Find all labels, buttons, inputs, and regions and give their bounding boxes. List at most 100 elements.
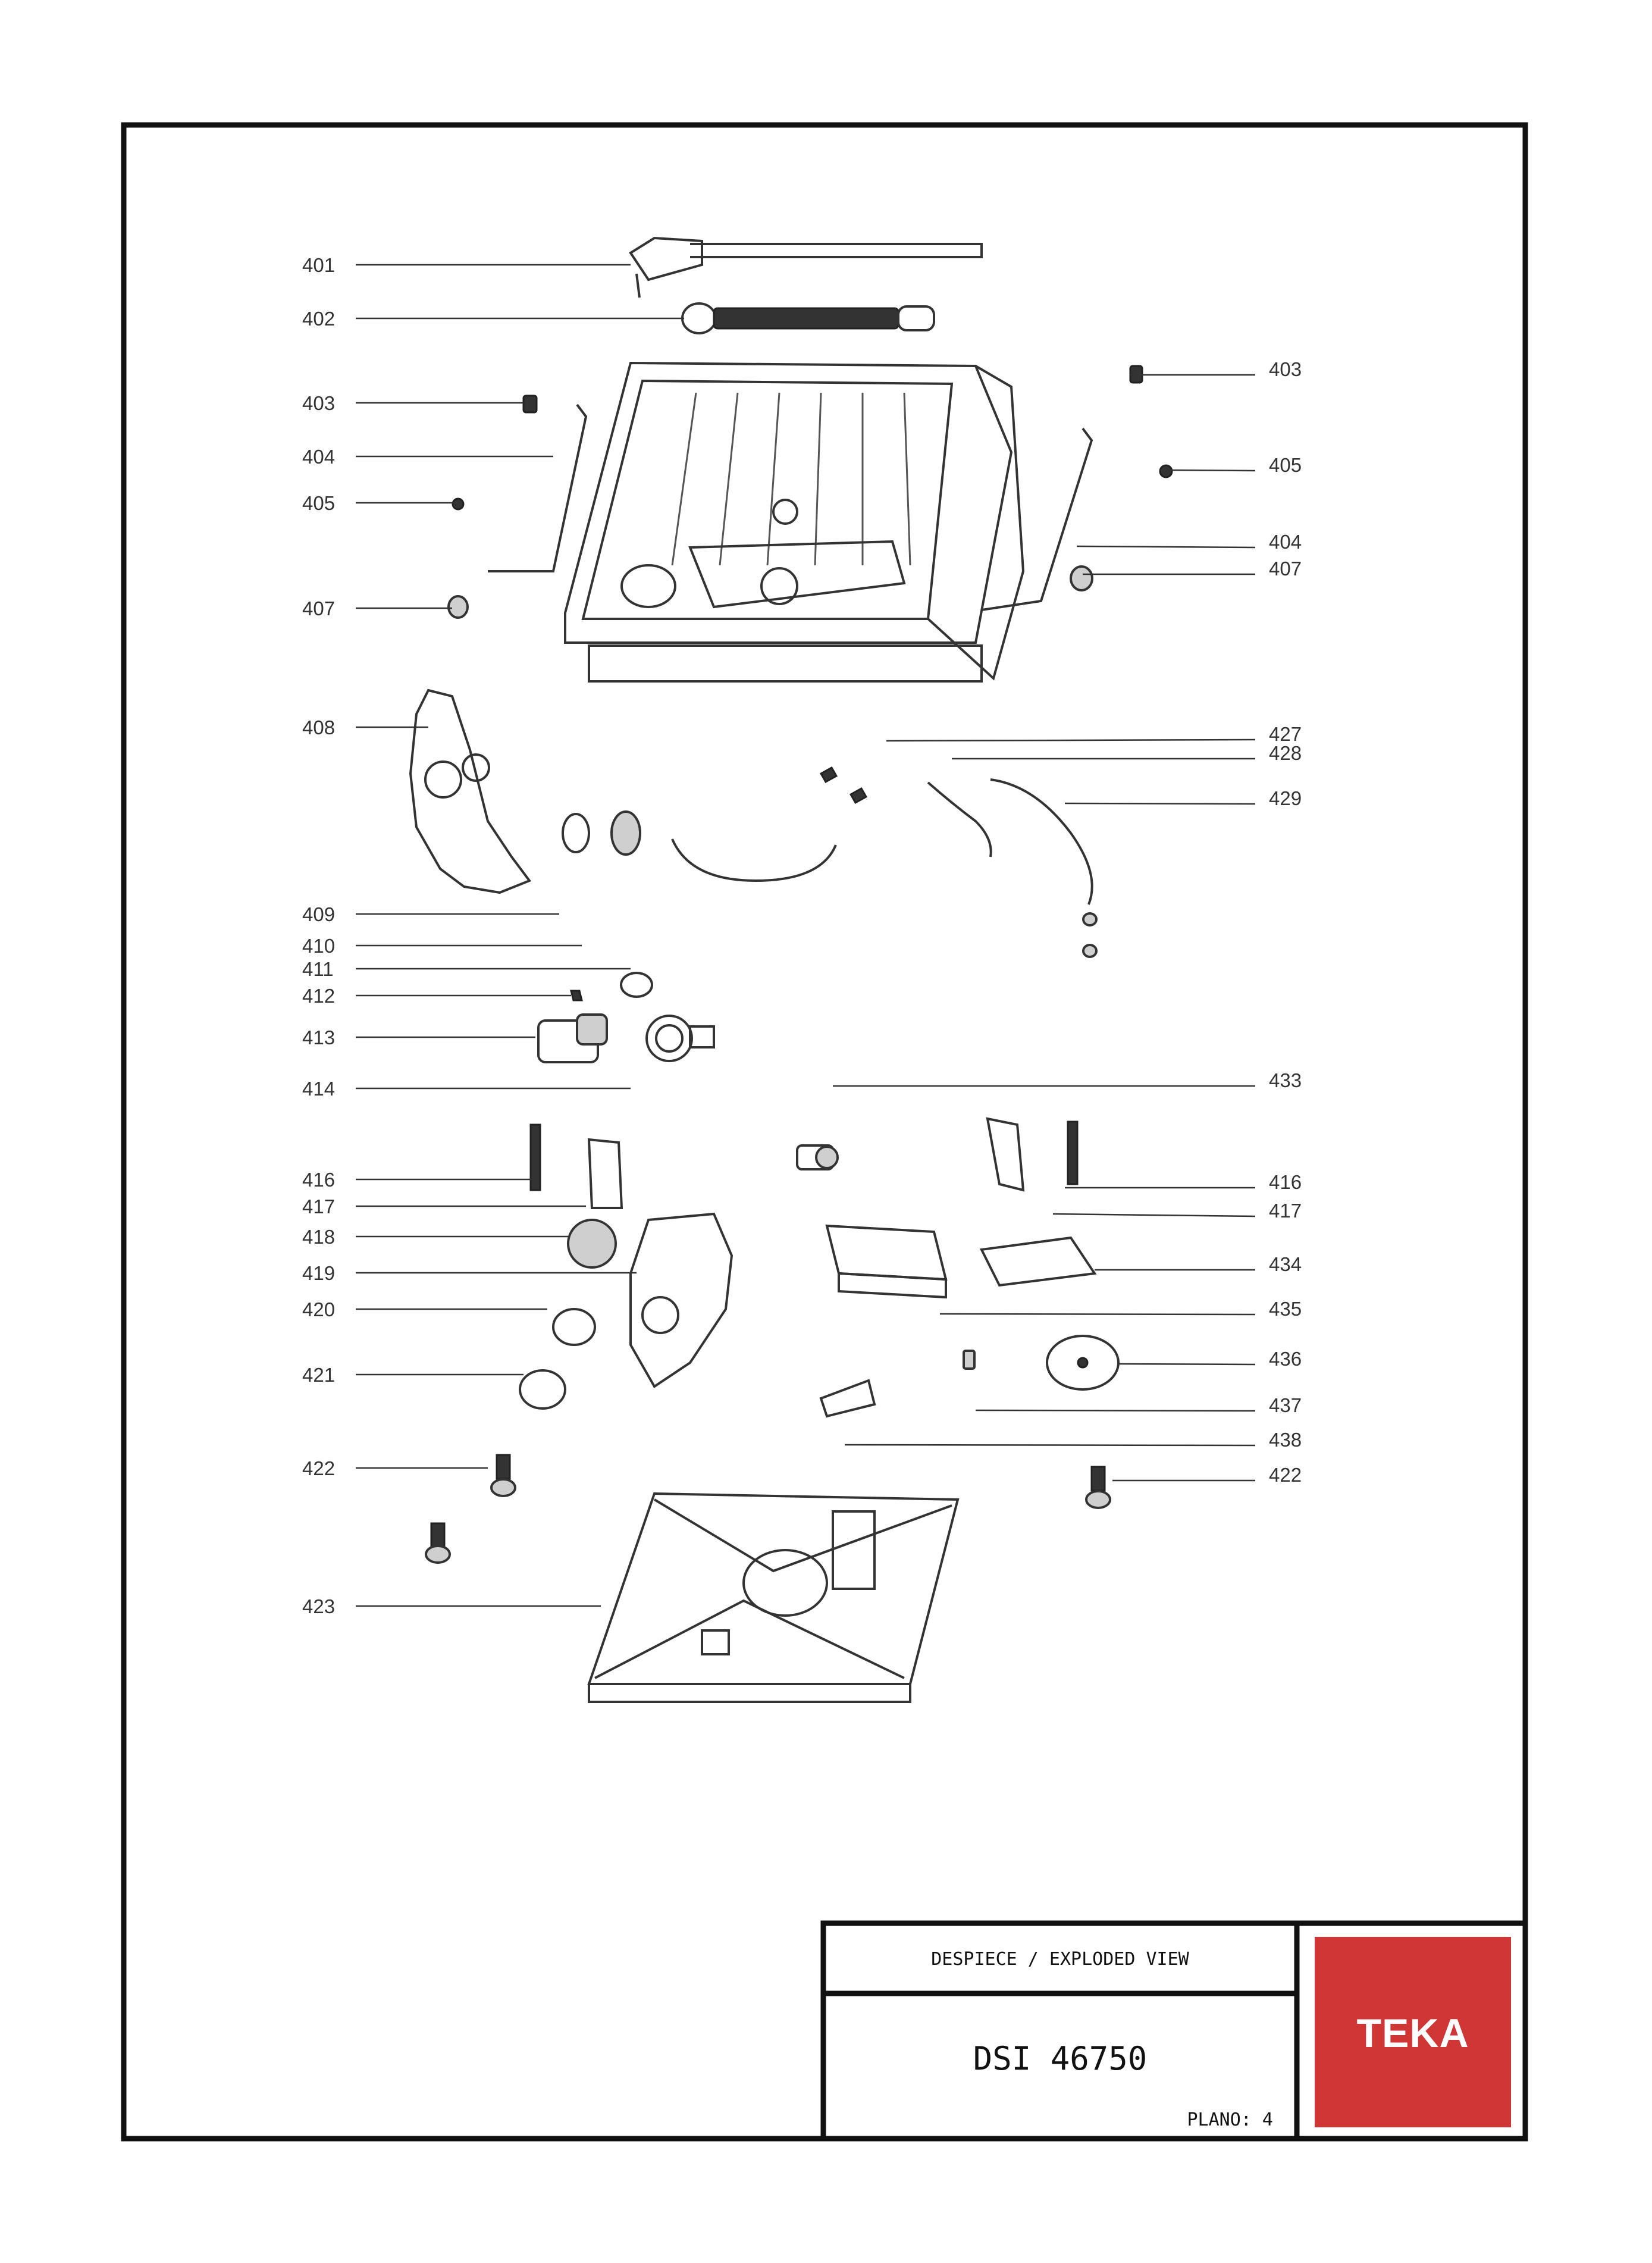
part-sump-bracket [409,688,532,894]
callout-403: 403 [1130,358,1302,380]
callout-401: 401 [302,254,631,276]
part-feet [425,1454,1111,1564]
parts-drawing [409,236,1173,1703]
part-hose-429 [990,778,1093,905]
part-ring-420 [552,1308,596,1346]
callout-label: 433 [1269,1069,1302,1091]
callout-407: 407 [302,597,452,619]
callout-437: 437 [975,1394,1302,1416]
callout-label: 418 [302,1226,335,1248]
part-clip-left [522,395,538,414]
callout-label: 401 [302,254,335,276]
part-drain-pump [537,1013,608,1063]
callout-label: 417 [302,1195,335,1217]
part-drain-hose [681,302,935,334]
part-heater-left [529,1123,541,1191]
callout-label: 422 [302,1457,335,1479]
part-impeller [567,1219,617,1269]
part-heater-right [1067,1120,1079,1185]
callout-404: 404 [302,446,553,468]
callout-label: 411 [302,958,334,980]
plano-number: PLANO: 4 [1187,2109,1274,2130]
part-base-tray [587,1492,960,1703]
callout-label: 409 [302,903,335,925]
callout-label: 419 [302,1262,335,1284]
callout-label: 434 [1269,1253,1302,1275]
part-clip-412 [570,990,583,1001]
teka-logo-box [1315,1937,1511,2127]
callout-label: 414 [302,1078,335,1100]
callout-416: 416 [1065,1171,1302,1193]
callout-407: 407 [1083,558,1302,580]
callout-419: 419 [302,1262,637,1284]
part-circulation-pump [629,1212,733,1388]
callout-label: 417 [1269,1200,1302,1222]
callout-label: 405 [302,492,335,514]
part-screw-right [1159,464,1173,478]
callout-428: 428 [952,742,1302,764]
callout-411: 411 [302,958,631,980]
callout-417: 417 [1052,1200,1302,1222]
callout-label: 403 [1269,358,1302,380]
callout-label: 428 [1269,742,1302,764]
callout-label: 422 [1269,1464,1302,1486]
callout-410: 410 [302,935,582,957]
leader-line [975,1409,1256,1412]
callout-409: 409 [302,903,559,925]
part-nut-left [447,595,469,619]
part-clip-437 [963,1350,976,1370]
part-pump-housing [645,1015,715,1062]
callout-438: 438 [844,1429,1302,1451]
callout-label: 407 [1269,558,1302,580]
callout-label: 403 [302,392,335,414]
callout-label: 427 [1269,723,1302,745]
model-number: DSI 46750 [973,2040,1148,2077]
part-hose-428 [927,781,992,857]
part-power-cord [629,236,983,298]
callout-label: 420 [302,1298,335,1320]
part-control-box [825,1224,948,1299]
callout-427: 427 [886,723,1302,745]
callout-416: 416 [302,1169,535,1191]
title-block-frame [820,1920,1528,2142]
callout-403: 403 [302,392,524,414]
callout-422: 422 [302,1457,488,1479]
callout-408: 408 [302,716,428,738]
callout-label: 416 [302,1169,335,1191]
callout-label: 408 [302,716,335,738]
callout-label: 423 [302,1595,335,1617]
part-plate [979,1236,1097,1287]
callout-435: 435 [939,1298,1302,1320]
part-clip-427a [819,766,838,784]
part-nut-right [1070,565,1093,591]
part-rod-right [981,427,1093,611]
callout-405: 405 [1165,454,1302,476]
callout-420: 420 [302,1298,547,1320]
callouts-left: 4014024034044054074084094104114124134144… [302,254,684,1617]
leader-line [1064,802,1256,805]
callout-433: 433 [833,1069,1302,1091]
callout-423: 423 [302,1595,601,1617]
title-block-header: DESPIECE / EXPLODED VIEW [931,1949,1189,1970]
leader-line [1076,545,1256,549]
callout-417: 417 [302,1195,586,1217]
part-screw-left [452,497,465,511]
callout-label: 438 [1269,1429,1302,1451]
callout-414: 414 [302,1078,631,1100]
callout-402: 402 [302,308,684,330]
part-gasket-left [587,1138,623,1209]
callout-label: 429 [1269,787,1302,809]
part-gasket-right [986,1117,1025,1192]
callout-436: 436 [1118,1348,1302,1370]
part-ring-411 [620,972,653,998]
part-hose-middle [671,838,837,882]
part-ring-409 [562,813,590,853]
teka-logo: TEKA [1356,2011,1469,2056]
drawing-frame [121,122,1528,2142]
part-ring-421 [519,1369,566,1410]
callout-404: 404 [1076,531,1302,553]
callout-label: 435 [1269,1298,1302,1320]
callout-label: 402 [302,308,335,330]
part-clip-427b [849,787,868,805]
